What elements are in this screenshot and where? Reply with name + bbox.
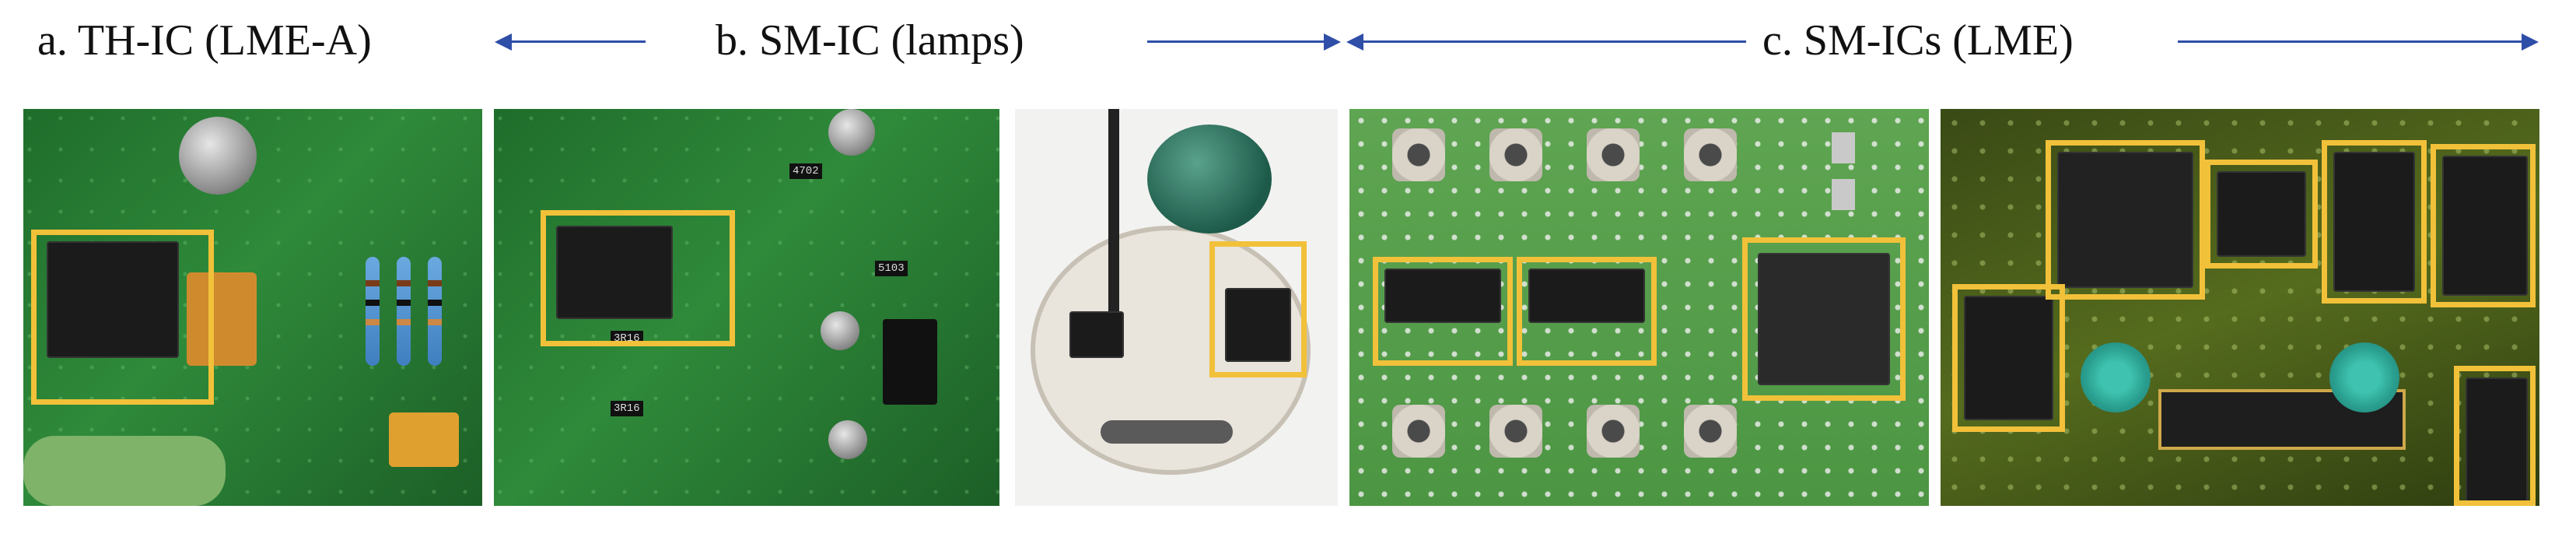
- soic-chip: [1964, 296, 2053, 420]
- arrow-left-c: [1346, 33, 1746, 51]
- photo-th-ic: [23, 109, 482, 506]
- soic-chip: [556, 226, 673, 319]
- soic-chip: [1384, 268, 1501, 323]
- dip-chip: [47, 241, 179, 358]
- push-button: [1489, 405, 1542, 458]
- teal-pad: [2081, 342, 2151, 412]
- photo-sm-ic-pcb: 4702 5103 3R16 3R16: [494, 109, 999, 506]
- highlight-box: [1373, 257, 1513, 366]
- photo-sm-ics-dark-pcb: [1941, 109, 2539, 506]
- smd-component: [1069, 311, 1124, 358]
- transistor: [883, 319, 937, 405]
- highlight-box: [2046, 140, 2205, 300]
- photo-sm-ics-buttons: [1349, 109, 1929, 506]
- electrolytic-capacitor: [1147, 125, 1272, 233]
- highlight-box: [2205, 160, 2318, 268]
- screw-head: [821, 311, 859, 350]
- arrow-right-b: [1147, 33, 1341, 51]
- qfp-chip: [2057, 152, 2193, 288]
- tsop-chip: [2442, 156, 2528, 296]
- capacitor: [828, 109, 875, 156]
- push-button: [1587, 405, 1640, 458]
- highlight-box: [1952, 284, 2065, 432]
- push-button: [1587, 128, 1640, 181]
- photo-lamp-board: [1015, 109, 1338, 506]
- smd-resistor: 3R16: [611, 401, 643, 416]
- soic-chip: [2466, 377, 2528, 502]
- highlight-box: [1742, 237, 1906, 401]
- resistor: [428, 257, 442, 366]
- highlight-box: [541, 210, 735, 346]
- highlight-box: [2454, 366, 2536, 506]
- arrow-left-a: [495, 33, 646, 51]
- green-cap: [23, 436, 226, 506]
- soic-chip: [2217, 171, 2306, 257]
- orange-component: [187, 272, 257, 366]
- label-th-ic-lme-a: a. TH-IC (LME-A): [37, 16, 372, 65]
- soic-chip: [1225, 288, 1291, 362]
- smd-resistor: 5103: [875, 261, 908, 276]
- pad: [1832, 179, 1855, 210]
- wire: [1108, 109, 1119, 342]
- push-button: [1489, 128, 1542, 181]
- push-button: [1684, 128, 1737, 181]
- label-sm-ic-lamps: b. SM-IC (lamps): [716, 16, 1024, 65]
- highlight-box: [31, 230, 214, 405]
- diode: [1101, 420, 1233, 444]
- arrow-right-c: [2178, 33, 2539, 51]
- push-button: [1392, 405, 1445, 458]
- highlight-box: [1517, 257, 1657, 366]
- highlight-box: [1209, 241, 1307, 377]
- highlight-box: [2322, 140, 2427, 304]
- capacitor: [179, 117, 257, 195]
- highlight-box: [2431, 144, 2536, 307]
- screw-head: [828, 420, 867, 459]
- label-sm-ics-lme: c. SM-ICs (LME): [1762, 16, 2074, 65]
- soic-chip: [1528, 268, 1645, 323]
- teal-pad: [2329, 342, 2399, 412]
- pad: [1832, 132, 1855, 163]
- qfp-chip: [1758, 253, 1890, 385]
- push-button: [1684, 405, 1737, 458]
- resistor: [397, 257, 411, 366]
- tsop-chip: [2333, 152, 2415, 292]
- yellow-component: [389, 412, 459, 467]
- push-button: [1392, 128, 1445, 181]
- smd-resistor: 4702: [789, 163, 822, 179]
- resistor: [366, 257, 380, 366]
